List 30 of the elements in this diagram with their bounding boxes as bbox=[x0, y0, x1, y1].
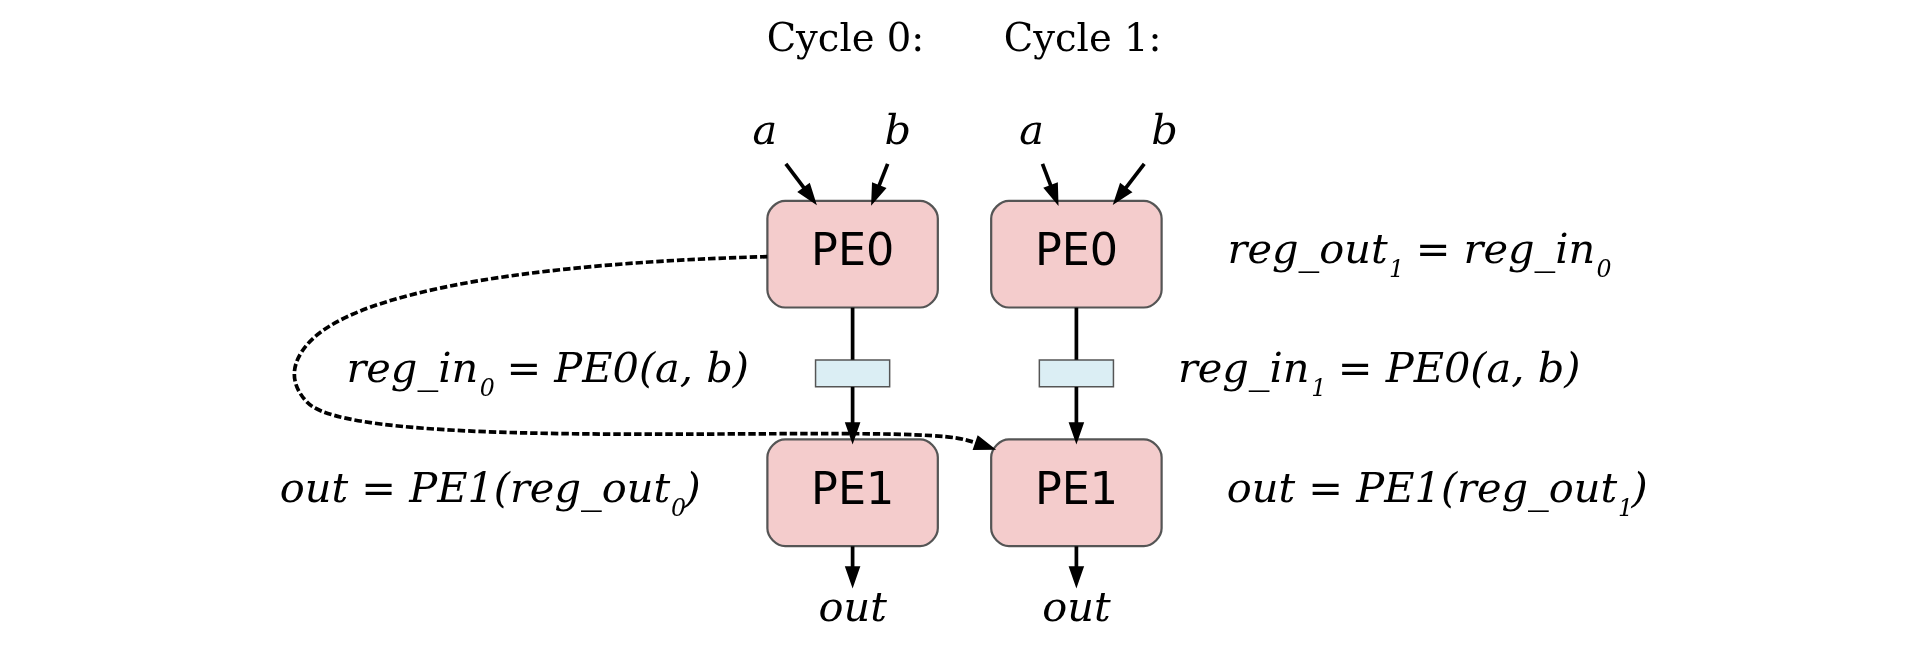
node-text: a bbox=[1018, 104, 1044, 154]
node-box: PE0 bbox=[765, 199, 939, 309]
label: reg_in$_{1}$ = PE0(a, b) bbox=[1177, 343, 1580, 403]
connector bbox=[1074, 307, 1078, 360]
node-box: PE1 bbox=[765, 438, 939, 548]
node-box: PE1 bbox=[989, 438, 1163, 548]
arrow bbox=[844, 386, 860, 445]
arrow bbox=[1112, 162, 1146, 206]
arrow bbox=[1068, 386, 1084, 445]
node-box bbox=[1038, 359, 1114, 388]
arrow bbox=[1040, 163, 1059, 206]
node-box: PE0 bbox=[989, 199, 1163, 309]
label: Cycle 0: bbox=[766, 14, 924, 60]
label: Cycle 1: bbox=[1003, 14, 1161, 60]
arrow bbox=[870, 163, 889, 206]
connector bbox=[850, 307, 854, 360]
node-text: out bbox=[1041, 581, 1111, 631]
arrow bbox=[783, 162, 817, 206]
label: out = PE1(reg_out$_{0}$) bbox=[279, 462, 701, 522]
label: reg_out$_{1}$ = reg_in$_{0}$ bbox=[1227, 223, 1612, 283]
label: reg_in$_{0}$ = PE0(a, b) bbox=[345, 343, 749, 403]
label: out = PE1(reg_out$_{1}$) bbox=[1226, 462, 1648, 522]
node-text: b bbox=[883, 104, 911, 154]
arrow bbox=[844, 546, 860, 589]
node-text: a bbox=[752, 104, 777, 154]
arrow bbox=[1068, 546, 1084, 589]
node-text: out bbox=[818, 581, 887, 631]
arrow bbox=[292, 254, 996, 450]
node-text: b bbox=[1150, 104, 1178, 154]
node-box bbox=[814, 359, 890, 388]
